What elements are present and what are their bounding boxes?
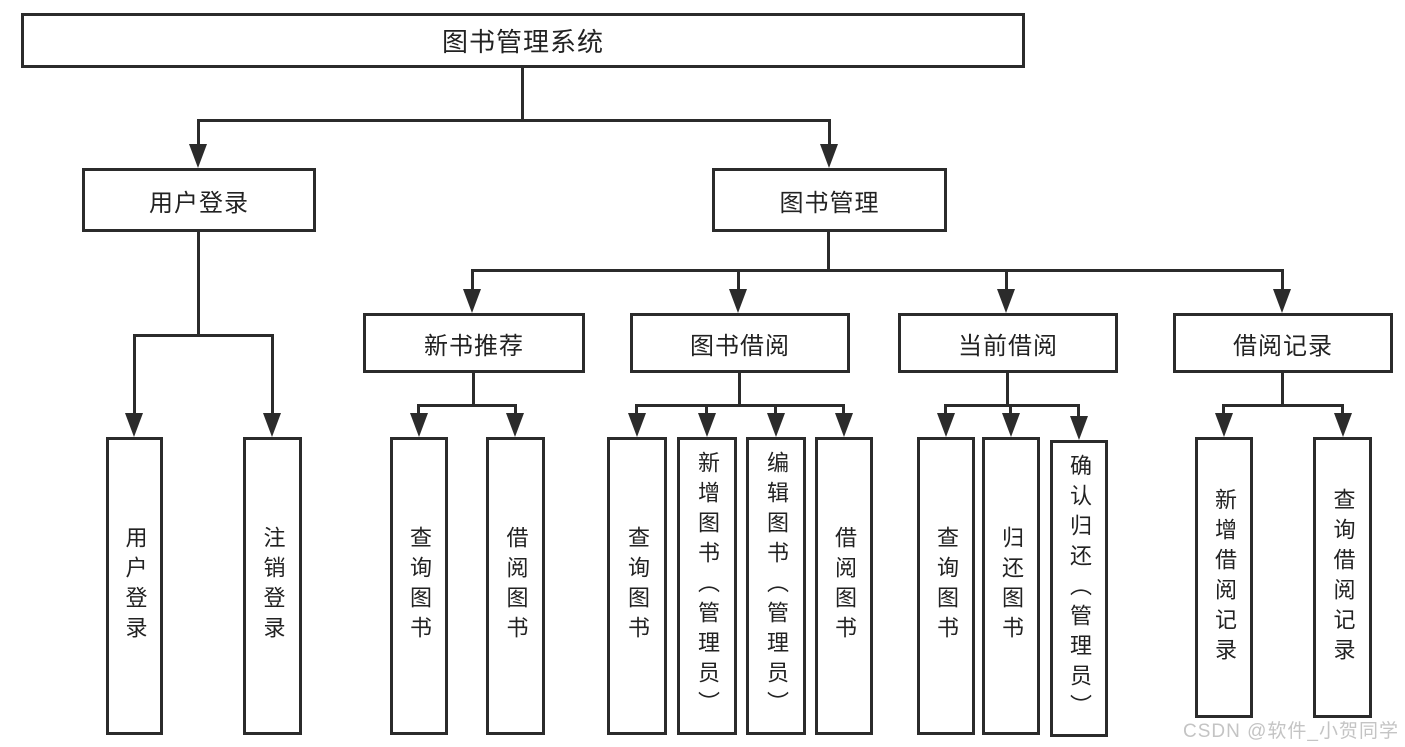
node-label: 新增借阅记录: [1212, 487, 1237, 668]
node-label: 查询图书: [625, 526, 650, 646]
node-label: 确认归还（管理员）: [1067, 453, 1092, 724]
arrow-down-icon: [767, 413, 785, 437]
connector-segment: [197, 119, 831, 122]
node-label: 借阅图书: [503, 526, 529, 646]
leaf-add-books-admin: 新增图书（管理员）: [677, 437, 737, 735]
connector-segment: [635, 404, 845, 407]
leaf-borrow-books: 借阅图书: [815, 437, 873, 735]
connector-segment: [774, 404, 777, 418]
node-label: 用户登录: [122, 526, 148, 646]
connector-segment: [738, 373, 741, 407]
connector-segment: [1006, 373, 1009, 407]
connector-segment: [472, 373, 475, 407]
arrow-down-icon: [1002, 413, 1020, 437]
node-book-management: 图书管理: [712, 168, 947, 232]
connector-segment: [828, 119, 831, 149]
connector-segment: [1281, 373, 1284, 407]
connector-segment: [1222, 404, 1225, 418]
connector-segment: [471, 269, 1284, 272]
arrow-down-icon: [410, 413, 428, 437]
node-label: 查询图书: [934, 526, 959, 646]
connector-segment: [827, 232, 830, 272]
connector-segment: [417, 404, 517, 407]
connector-segment: [133, 334, 274, 337]
connector-segment: [521, 67, 524, 122]
leaf-query-borrow-record: 查询借阅记录: [1313, 437, 1372, 718]
arrow-down-icon: [937, 413, 955, 437]
leaf-confirm-return-admin: 确认归还（管理员）: [1050, 440, 1108, 737]
node-current-borrow: 当前借阅: [898, 313, 1118, 373]
leaf-return-books: 归还图书: [982, 437, 1040, 735]
node-label: 编辑图书（管理员）: [764, 451, 789, 721]
leaf-borrow-books-recommend: 借阅图书: [486, 437, 545, 735]
connector-segment: [705, 404, 708, 418]
connector-segment: [1005, 269, 1008, 291]
node-label: 查询借阅记录: [1330, 487, 1356, 668]
arrow-down-icon: [1334, 413, 1352, 437]
arrow-down-icon: [1273, 289, 1291, 313]
node-new-book-recommend: 新书推荐: [363, 313, 585, 373]
connector-segment: [197, 232, 200, 337]
connector-segment: [1009, 404, 1012, 418]
connector-segment: [417, 404, 420, 418]
connector-segment: [1281, 269, 1284, 291]
node-label: 借阅记录: [1233, 332, 1333, 360]
node-label: 图书管理系统: [441, 27, 604, 57]
arrow-down-icon: [463, 289, 481, 313]
node-label: 新书推荐: [424, 332, 524, 360]
connector-segment: [133, 334, 136, 416]
connector-segment: [737, 269, 740, 291]
leaf-logout: 注销登录: [243, 437, 302, 735]
node-label: 查询图书: [407, 526, 432, 646]
leaf-add-borrow-record: 新增借阅记录: [1195, 437, 1253, 718]
node-book-borrow: 图书借阅: [630, 313, 850, 373]
leaf-query-books-borrow: 查询图书: [607, 437, 667, 735]
node-label: 当前借阅: [958, 332, 1058, 360]
node-label: 图书管理: [779, 189, 880, 217]
arrow-down-icon: [1070, 416, 1088, 440]
leaf-query-books-current: 查询图书: [917, 437, 975, 735]
arrow-down-icon: [729, 289, 747, 313]
node-label: 图书借阅: [690, 332, 790, 360]
connector-segment: [842, 404, 845, 418]
leaf-user-login: 用户登录: [106, 437, 163, 735]
arrow-down-icon: [698, 413, 716, 437]
arrow-down-icon: [263, 413, 281, 437]
node-root-system: 图书管理系统: [21, 13, 1025, 68]
arrow-down-icon: [628, 413, 646, 437]
arrow-down-icon: [189, 144, 207, 168]
connector-segment: [514, 404, 517, 418]
connector-segment: [271, 334, 274, 416]
connector-segment: [635, 404, 638, 418]
leaf-edit-books-admin: 编辑图书（管理员）: [746, 437, 806, 735]
arrow-down-icon: [835, 413, 853, 437]
node-label: 用户登录: [149, 189, 249, 217]
connector-segment: [1341, 404, 1344, 418]
connector-segment: [197, 119, 200, 149]
arrow-down-icon: [125, 413, 143, 437]
node-user-login: 用户登录: [82, 168, 316, 232]
arrow-down-icon: [506, 413, 524, 437]
node-label: 借阅图书: [832, 526, 857, 646]
connector-segment: [1077, 404, 1080, 418]
node-label: 新增图书（管理员）: [695, 451, 720, 721]
connector-segment: [944, 404, 1080, 407]
arrow-down-icon: [820, 144, 838, 168]
node-label: 归还图书: [999, 526, 1024, 646]
connector-segment: [944, 404, 947, 418]
leaf-query-books-recommend: 查询图书: [390, 437, 448, 735]
arrow-down-icon: [997, 289, 1015, 313]
csdn-watermark: CSDN @软件_小贺同学: [1183, 721, 1399, 742]
connector-segment: [471, 269, 474, 291]
node-borrow-records: 借阅记录: [1173, 313, 1393, 373]
arrow-down-icon: [1215, 413, 1233, 437]
connector-segment: [1222, 404, 1344, 407]
node-label: 注销登录: [260, 526, 286, 646]
